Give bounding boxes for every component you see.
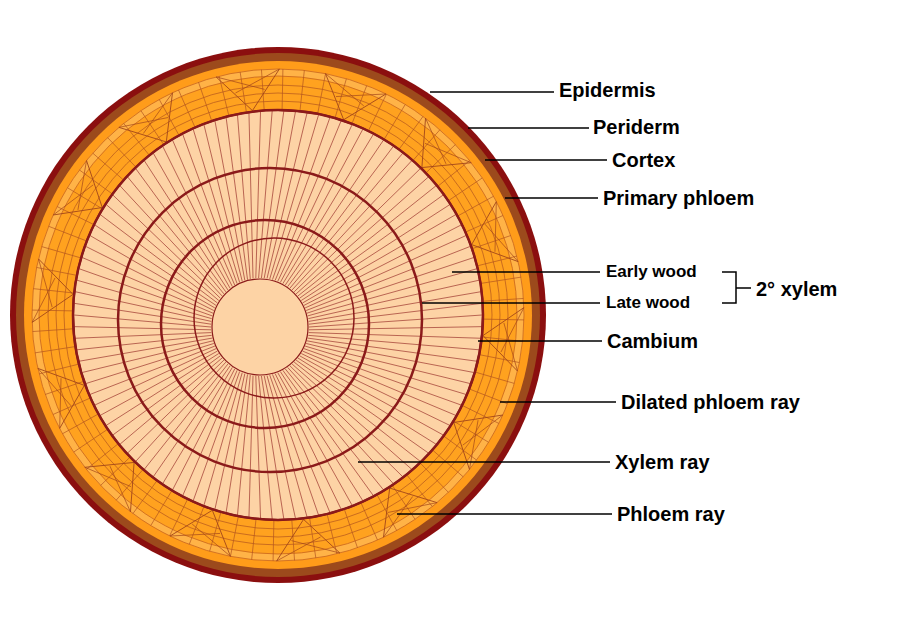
- growth-ring: [194, 238, 354, 398]
- part-label: Epidermis: [559, 79, 656, 101]
- cortex-layer: [24, 61, 532, 569]
- part-label: Late wood: [606, 294, 690, 313]
- late-wood-ring: [118, 168, 422, 472]
- xylem-rays: [74, 111, 482, 519]
- part-label: Cortex: [612, 149, 675, 171]
- periderm-layer: [16, 53, 540, 577]
- secondary-xylem: [73, 110, 483, 520]
- primary-phloem-layer: [32, 69, 524, 561]
- part-label: Primary phloem: [603, 187, 754, 209]
- leader-lines: [358, 92, 751, 514]
- secondary-phloem-layer: [39, 76, 517, 554]
- part-label: Early wood: [606, 263, 697, 282]
- part-label: 2° xylem: [756, 278, 837, 300]
- late-wood-ring: [161, 220, 369, 428]
- part-label: Xylem ray: [615, 451, 710, 473]
- phloem-lines: [32, 69, 524, 561]
- pith: [212, 279, 308, 375]
- epidermis-layer: [10, 47, 546, 583]
- part-label: Cambium: [607, 330, 698, 352]
- cambium-ring: [73, 110, 483, 520]
- part-label: Dilated phloem ray: [621, 391, 800, 413]
- part-label: Periderm: [593, 116, 680, 138]
- bracket: [722, 272, 751, 303]
- part-label: Phloem ray: [617, 503, 725, 525]
